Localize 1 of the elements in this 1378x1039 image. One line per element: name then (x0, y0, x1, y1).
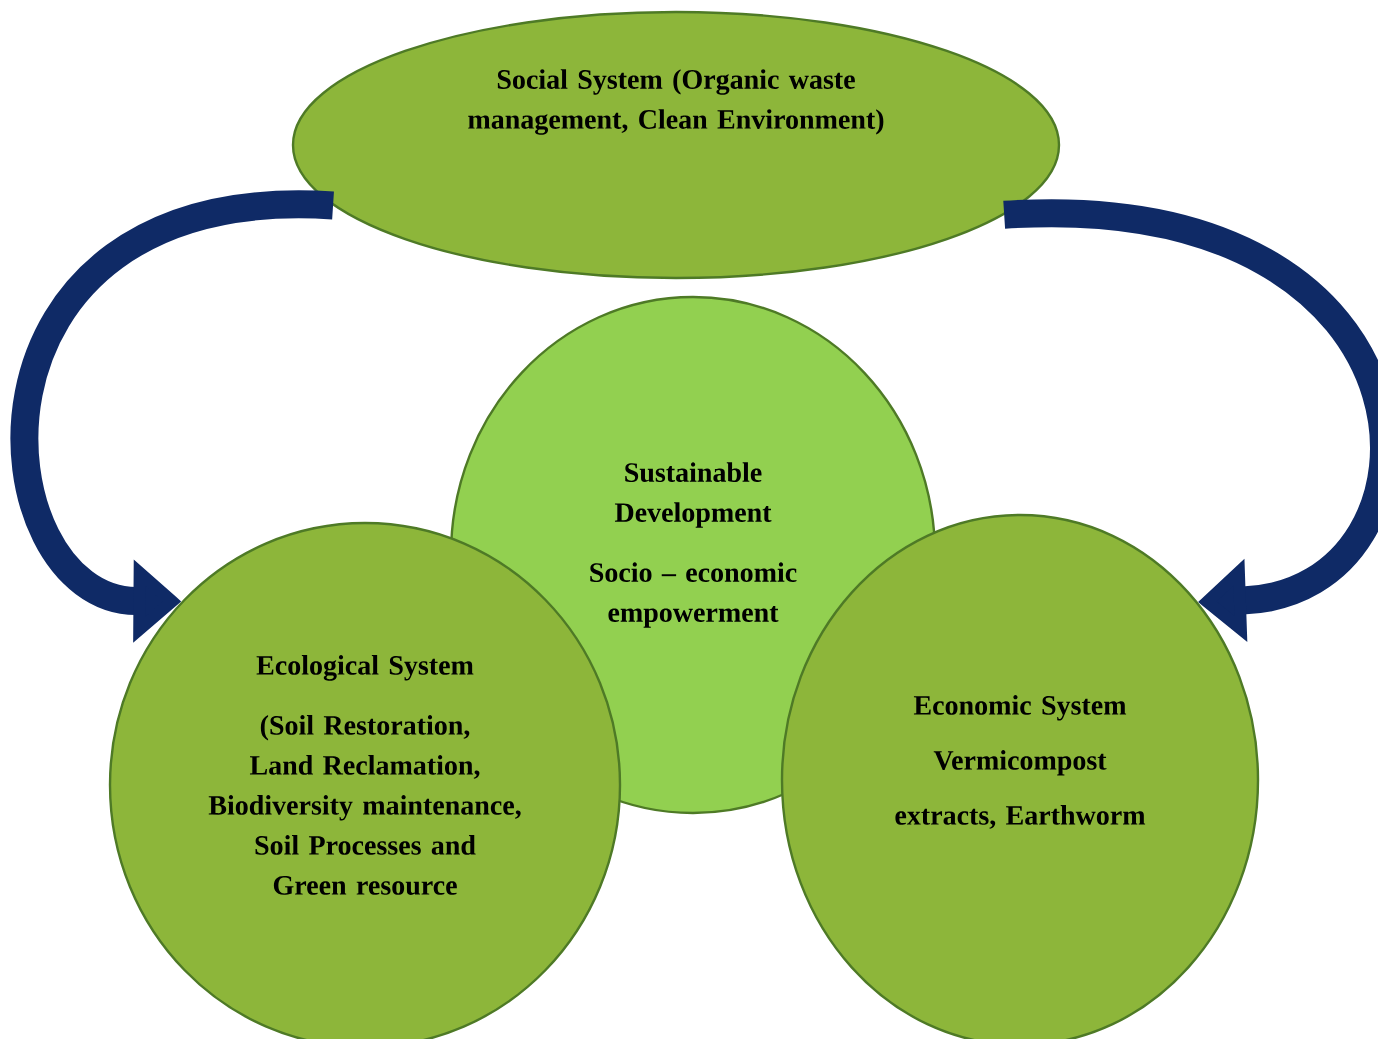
curved-arrow (1004, 200, 1378, 642)
